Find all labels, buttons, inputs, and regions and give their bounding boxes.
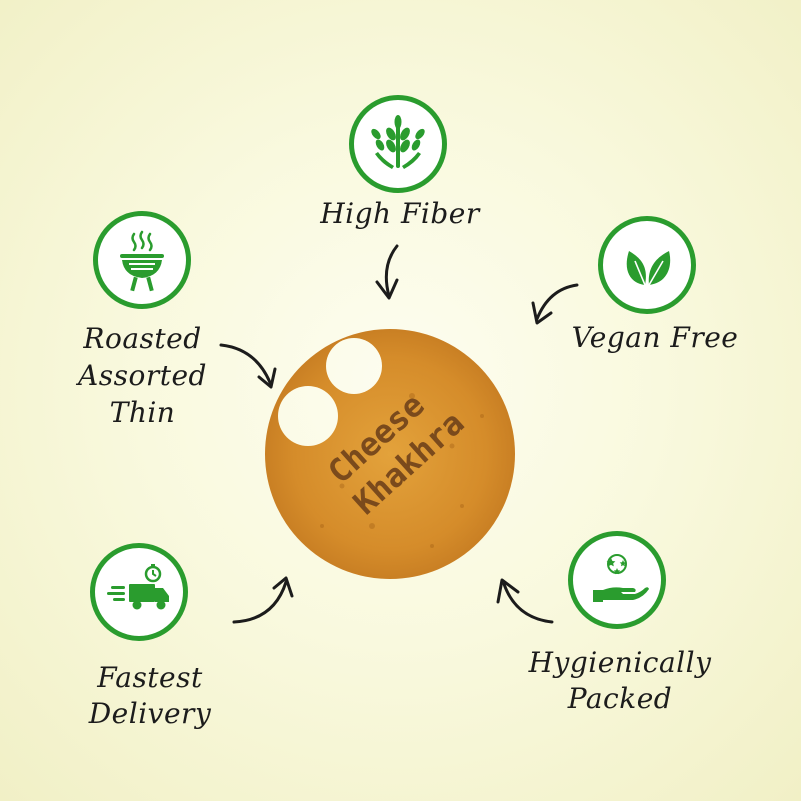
cheese-khakhra-disc: Cheese Khakhra [265,329,515,579]
vegan-badge [598,216,696,314]
roasted-badge [93,211,191,309]
leaves-icon [626,251,671,286]
high-fiber-label: High Fiber [320,197,480,230]
grill-icon [120,230,164,292]
arrow-from-vegan [531,283,579,325]
hygienic-label: Hygienically Packed [528,646,712,715]
hand-sparkle-icon [593,554,649,602]
delivery-truck-icon [107,564,169,610]
arrow-from-delivery [232,576,294,624]
delivery-label: Fastest Delivery [88,661,212,730]
wheat-icon [371,115,425,169]
arrow-from-hygienic [496,578,554,624]
delivery-badge [90,543,188,641]
arrow-from-roasted [219,343,277,389]
high-fiber-badge [349,95,447,193]
vegan-label: Vegan Free [571,321,739,354]
roasted-label: Roasted Assorted Thin [78,322,207,429]
hygienic-badge [568,531,666,629]
arrow-from-high-fiber [375,244,399,300]
